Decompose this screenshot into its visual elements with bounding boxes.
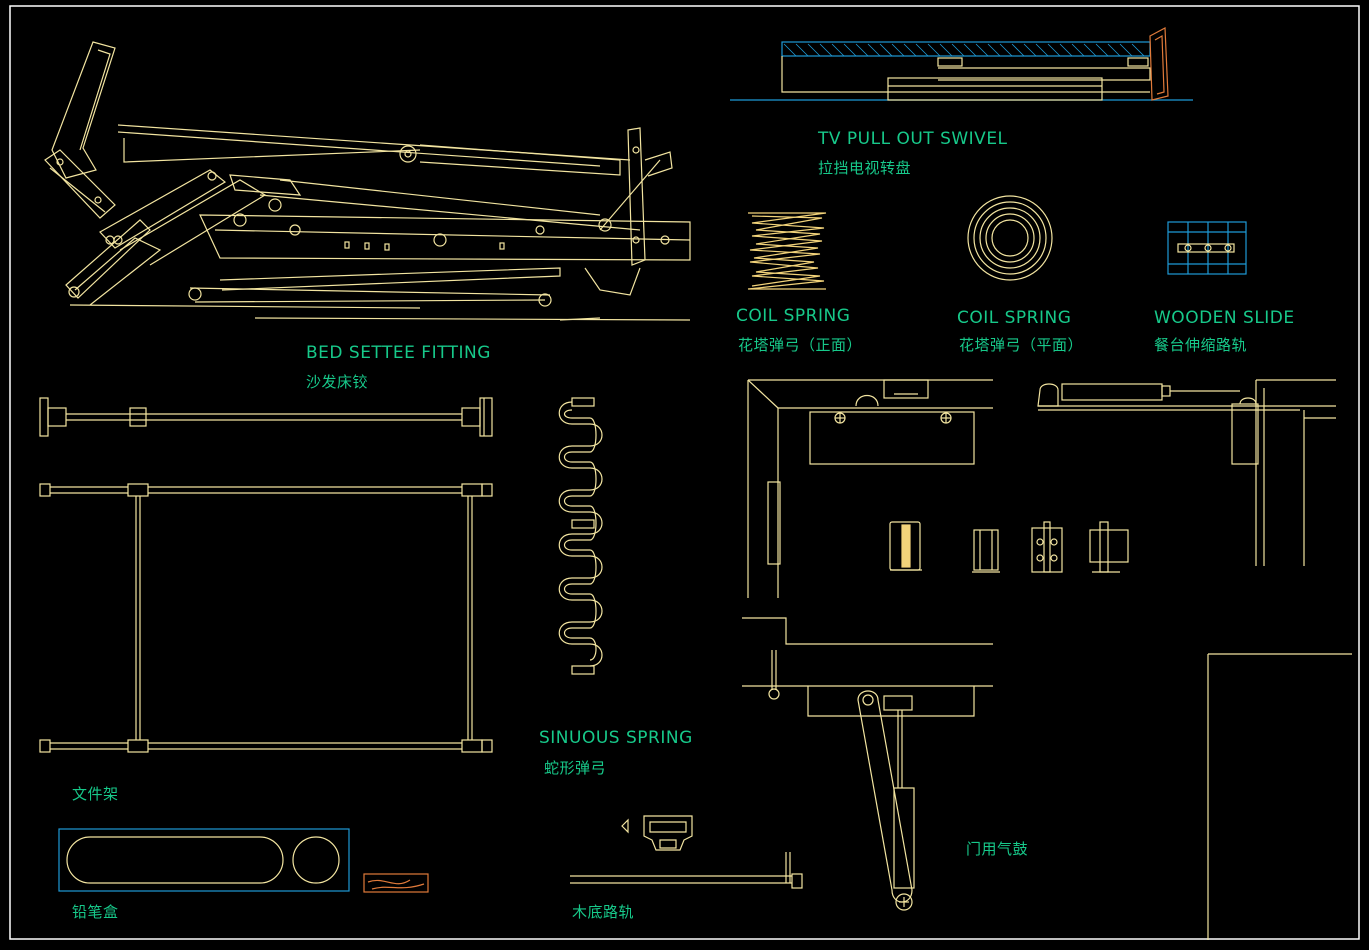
file-rack-label: 文件架 bbox=[72, 785, 119, 803]
coil-spring-front-label-cn: 花塔弹弓（正面） bbox=[738, 336, 863, 354]
coil-spring-front-label-en: COIL SPRING bbox=[736, 306, 851, 326]
wooden-slide-drawing bbox=[1167, 221, 1247, 275]
bed-settee-fitting-drawing bbox=[44, 41, 691, 321]
wood-rail-label: 木底路轨 bbox=[572, 903, 635, 921]
coil-spring-front-drawing bbox=[747, 212, 827, 290]
door-hardware-drawing bbox=[742, 379, 1352, 940]
bed-settee-label-en: BED SETTEE FITTING bbox=[306, 343, 491, 363]
drawing-frame bbox=[9, 5, 1360, 940]
wooden-slide-label-cn: 餐台伸缩路轨 bbox=[1154, 336, 1248, 354]
wood-rail-drawing bbox=[570, 815, 803, 889]
pencil-box-label: 铅笔盒 bbox=[72, 903, 119, 921]
tv-swivel-drawing bbox=[730, 27, 1193, 101]
door-gas-spring-label: 门用气鼓 bbox=[966, 840, 1029, 858]
sinuous-spring-label-en: SINUOUS SPRING bbox=[539, 728, 693, 748]
pencil-box-drawing bbox=[58, 828, 429, 893]
tv-swivel-label-cn: 拉挡电视转盘 bbox=[818, 159, 912, 177]
file-rack-drawing bbox=[39, 397, 493, 753]
coil-spring-plan-drawing bbox=[967, 195, 1053, 281]
tv-swivel-label-en: TV PULL OUT SWIVEL bbox=[818, 129, 1008, 149]
coil-spring-plan-label-cn: 花塔弹弓（平面） bbox=[959, 336, 1084, 354]
sinuous-spring-drawing bbox=[558, 397, 603, 675]
sinuous-spring-label-cn: 蛇形弹弓 bbox=[544, 759, 607, 777]
coil-spring-plan-label-en: COIL SPRING bbox=[957, 308, 1072, 328]
bed-settee-label-cn: 沙发床铰 bbox=[306, 373, 369, 391]
wooden-slide-label-en: WOODEN SLIDE bbox=[1154, 308, 1295, 328]
